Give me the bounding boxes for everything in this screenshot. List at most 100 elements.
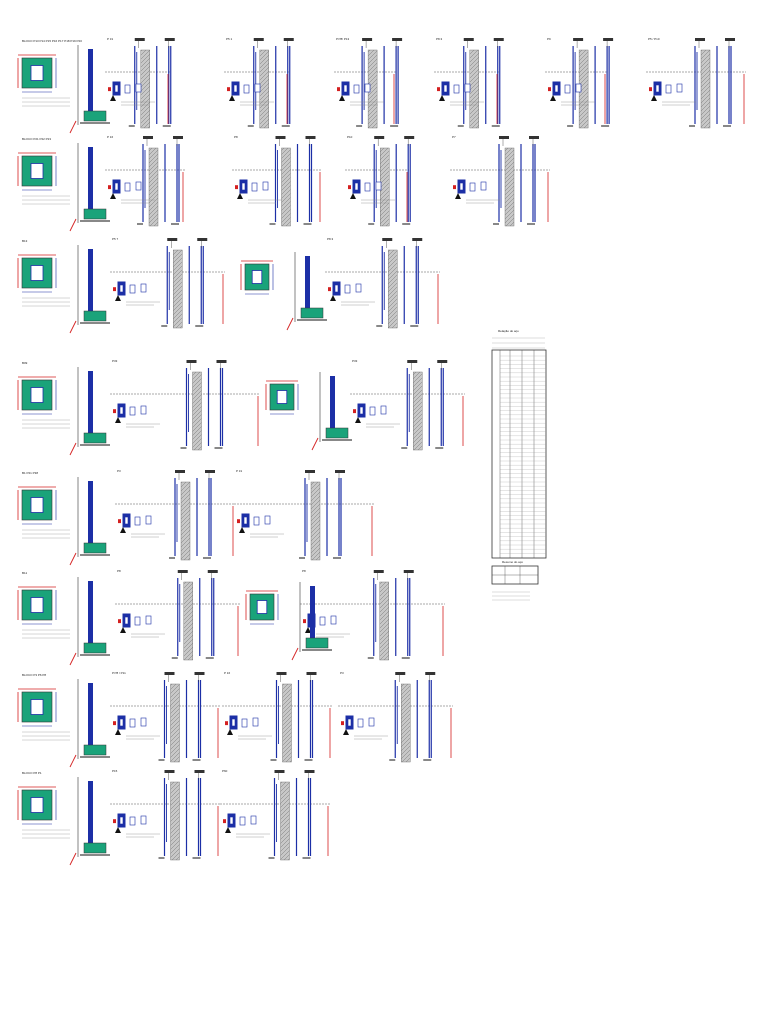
- pile-section: [237, 513, 250, 533]
- pile-section: [225, 715, 238, 735]
- block-title: BLOCO P3 P6 P8: [22, 673, 46, 677]
- pillar-elevation: P8.3: [434, 37, 504, 129]
- pillar-label: P5 / P10: [648, 37, 660, 41]
- pillar-label: P5 7: [112, 237, 119, 241]
- pillar-elevation: P5 7: [110, 237, 225, 329]
- block-elevation: [69, 477, 110, 566]
- pillar-label: P7: [452, 135, 456, 139]
- drawing-row: B09 P33 P33: [17, 359, 465, 456]
- pillar-label: P7/8 / P11: [112, 671, 126, 675]
- pillar-label: P8: [117, 569, 121, 573]
- pillar-elevation: P33: [350, 359, 465, 451]
- pillar-elevation: P15: [110, 769, 220, 861]
- pillar-label: P8.3: [436, 37, 443, 41]
- table-title: Relação do aço: [498, 329, 519, 333]
- block-plan: [17, 586, 57, 625]
- pile-section: [341, 715, 354, 735]
- pillar-elevation: P3: [338, 671, 453, 763]
- block-elevation: [286, 252, 327, 331]
- block-plan: [17, 152, 57, 191]
- pile-section: [227, 81, 240, 101]
- pile-section: [118, 513, 131, 533]
- pillar-label: P33: [352, 359, 358, 363]
- pillar-elevation: P8.3: [325, 237, 440, 329]
- pillar-label: P 16: [107, 135, 113, 139]
- pile-section: [353, 403, 366, 423]
- block-elevation: [311, 372, 352, 451]
- pillar-label: P10: [347, 135, 353, 139]
- pillar-label: P 31: [236, 469, 242, 473]
- pile-section: [235, 179, 248, 199]
- pile-section: [437, 81, 450, 101]
- pillar-elevation: P33: [110, 359, 260, 451]
- block-title: BLOCO P13 P14 P15 P16 P17 P18 P19 P20: [22, 39, 82, 43]
- pile-section: [113, 715, 126, 735]
- drawing-row: BLOCO P3 P6 P8 P7/8 / P11 P 16 P3: [17, 671, 453, 768]
- pillar-label: P60: [222, 769, 228, 773]
- pillar-elevation: P60: [220, 769, 330, 861]
- block-plan: [265, 380, 299, 415]
- pillar-elevation: P 31: [105, 37, 175, 129]
- block-plan: [17, 376, 57, 415]
- pillar-label: P3: [340, 671, 344, 675]
- block-elevation: [69, 245, 110, 334]
- summary-title: Resumo do aço: [502, 560, 523, 564]
- pillar-elevation: P 16: [105, 135, 185, 227]
- pillar-elevation: P5 / P10: [646, 37, 746, 129]
- pillar-elevation: P5 1: [224, 37, 294, 129]
- pillar-elevation: P 31: [234, 469, 374, 561]
- block-elevation: [69, 143, 110, 232]
- pile-section: [113, 813, 126, 833]
- block-title: BLOCO P21 P22 P23: [22, 137, 51, 141]
- pillar-label: P8: [302, 569, 306, 573]
- pillar-elevation: P7/8/ P13: [334, 37, 403, 129]
- pile-section: [118, 613, 131, 633]
- drawing-row: BLOCO P21 P22 P23 P 16 P8 P10 P7: [17, 135, 550, 232]
- pillar-label: P8: [234, 135, 238, 139]
- block-plan: [17, 54, 57, 93]
- pillar-label: P 31: [107, 37, 113, 41]
- pile-section: [328, 281, 341, 301]
- pile-section: [348, 179, 361, 199]
- pile-section: [223, 813, 236, 833]
- pillar-elevation: P 16: [222, 671, 332, 763]
- block-title: B09: [22, 361, 28, 365]
- block-elevation: [69, 679, 110, 768]
- pillar-elevation: P8: [232, 135, 322, 227]
- block-elevation: [69, 577, 110, 666]
- pile-section: [453, 179, 466, 199]
- pillar-elevation: P7: [450, 135, 550, 227]
- pile-section: [113, 281, 126, 301]
- pillar-elevation: P7/8 / P11: [110, 671, 220, 763]
- pillar-label: P 16: [224, 671, 230, 675]
- block-elevation: [291, 582, 332, 661]
- block-plan: [17, 254, 57, 293]
- pillar-elevation: P3: [115, 469, 235, 561]
- pillar-label: P7/8/ P13: [336, 37, 350, 41]
- pillar-label: P9: [547, 37, 551, 41]
- drawing-row: B11 P8 P8: [17, 569, 445, 666]
- block-elevation: [69, 45, 110, 134]
- pillar-label: P8.3: [327, 237, 334, 241]
- block-plan: [17, 486, 57, 525]
- pile-section: [548, 81, 561, 101]
- block-elevation: [69, 777, 110, 866]
- pillar-elevation: P8: [115, 569, 240, 661]
- block-plan: [17, 688, 57, 727]
- block-elevation: [69, 367, 110, 456]
- drawing-row: BLOCO P13 P14 P15 P16 P17 P18 P19 P20 P 3…: [17, 37, 746, 134]
- block-title: BLOCO P8 P1: [22, 771, 42, 775]
- block-title: B11: [22, 571, 27, 575]
- pile-section: [337, 81, 350, 101]
- pillar-label: P3: [117, 469, 121, 473]
- pillar-elevation: P9: [545, 37, 614, 129]
- pillar-label: P33: [112, 359, 118, 363]
- pillar-label: P5 1: [226, 37, 233, 41]
- pile-section: [108, 179, 121, 199]
- block-plan: [245, 590, 279, 625]
